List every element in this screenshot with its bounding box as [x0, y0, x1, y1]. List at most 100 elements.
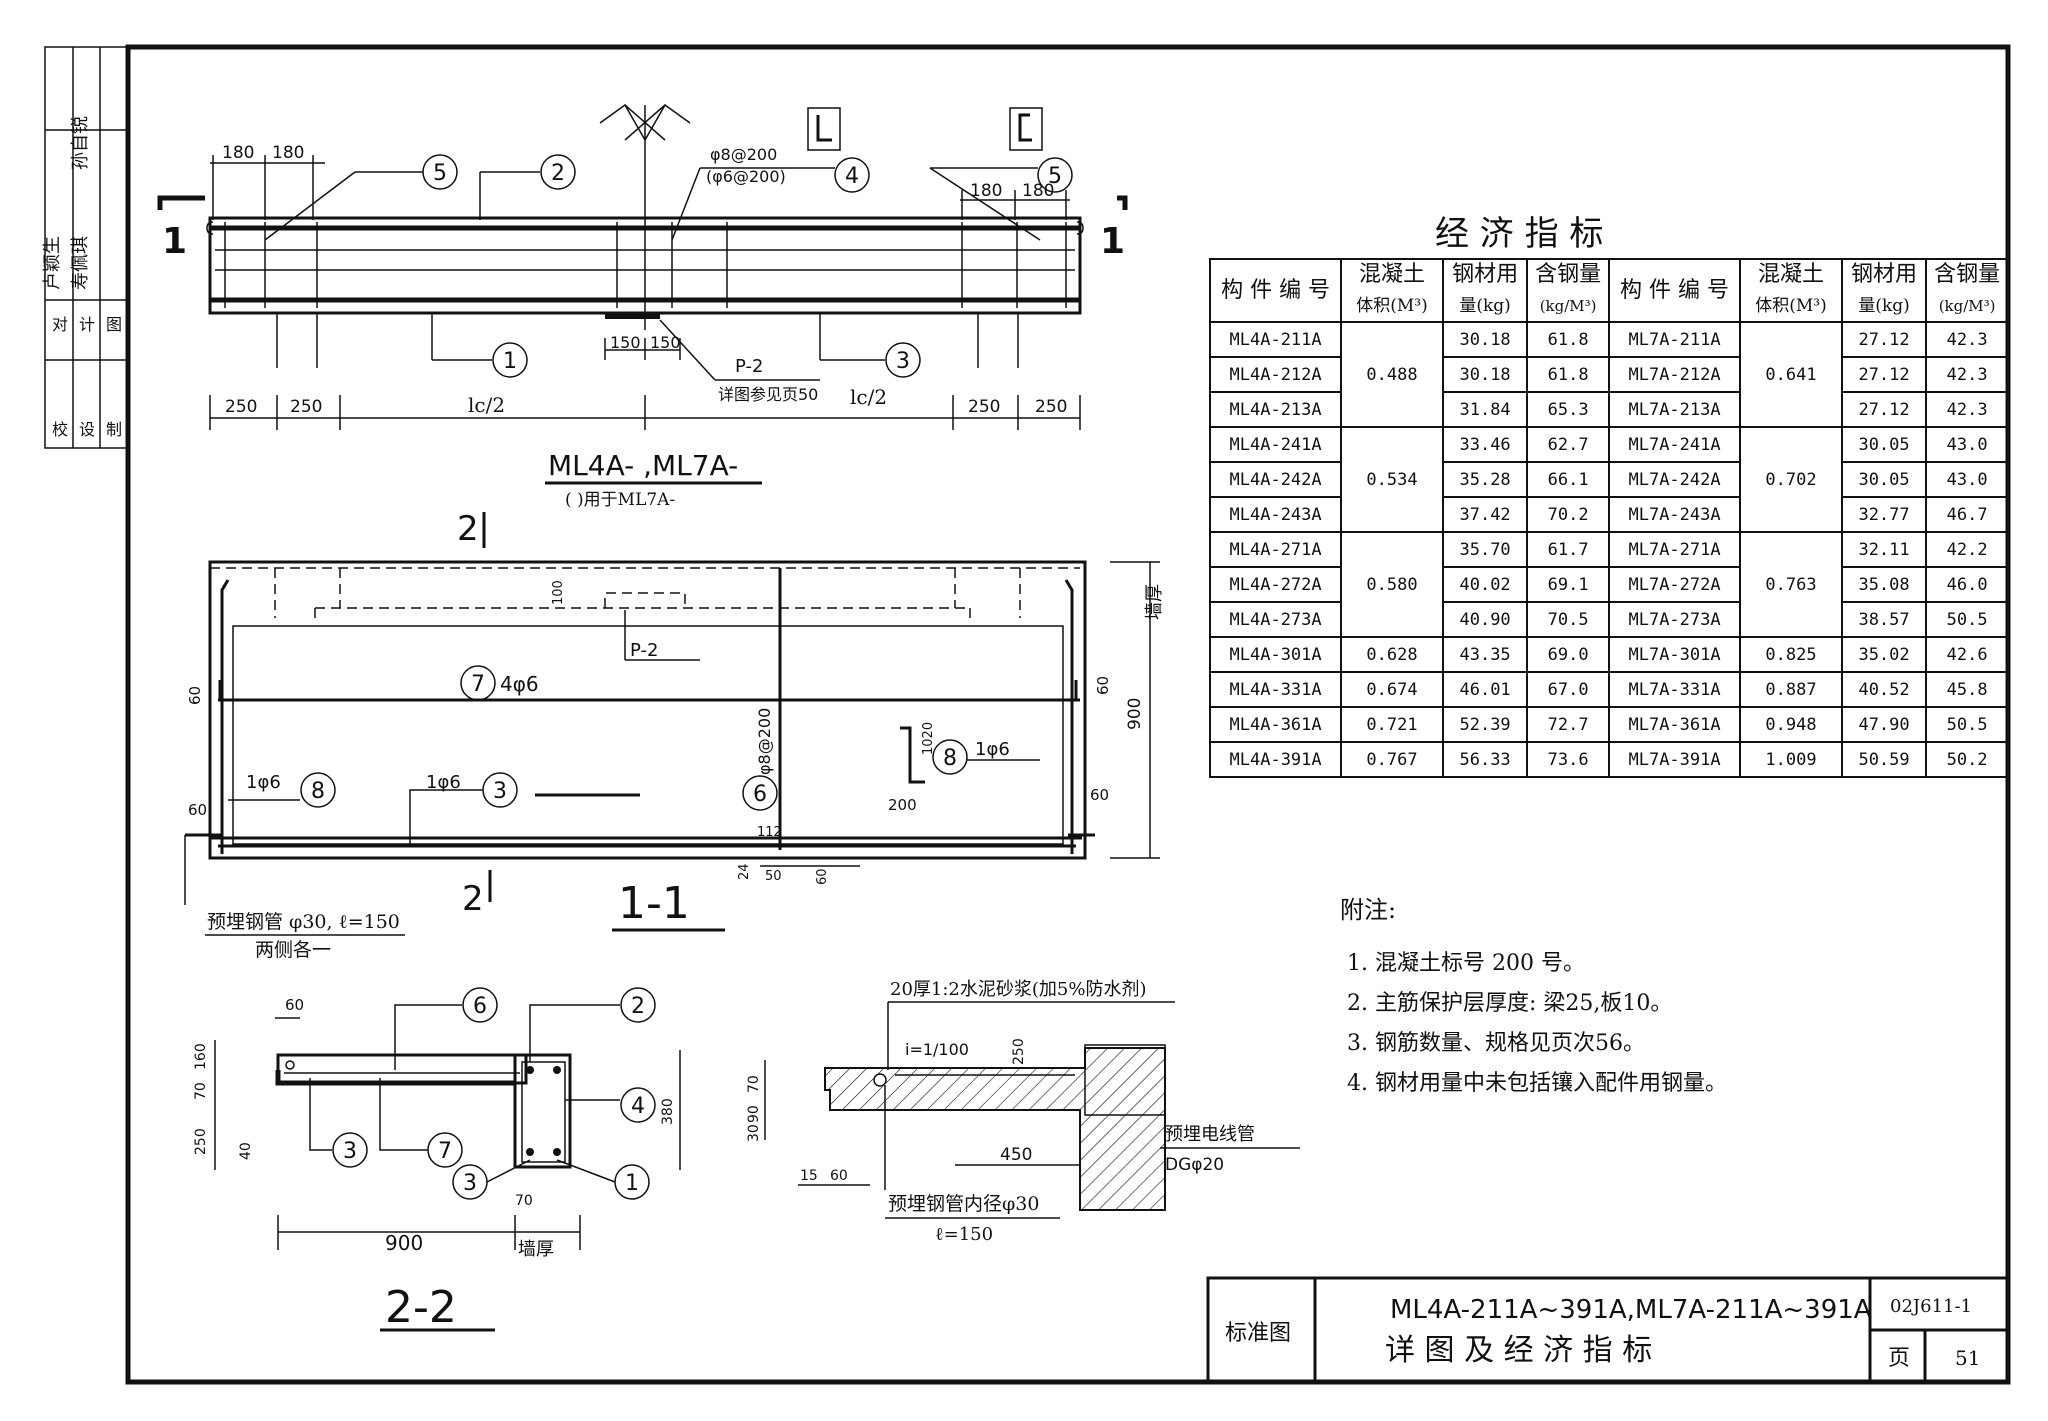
table-cell: 27.12: [1840, 356, 1928, 393]
svg-text:3: 3: [463, 1171, 477, 1196]
table-cell: 50.59: [1840, 741, 1928, 778]
table-cell: 52.39: [1441, 706, 1529, 743]
mortar-note: 20厚1:2水泥砂浆(加5%防水剂): [890, 979, 1146, 1000]
dim-bottom-0: 250: [225, 397, 257, 417]
pipe-note-detail: 预埋钢管内径φ30: [888, 1193, 1039, 1215]
callout-1-2-2: 1: [556, 1159, 650, 1200]
callout-3: 3: [819, 313, 921, 378]
sidebar-label-1: 对: [52, 315, 68, 334]
svg-text:1: 1: [625, 1171, 639, 1196]
table-cell: ML7A-241A: [1607, 426, 1742, 463]
signature-0: 卢颖生: [42, 236, 63, 290]
beam-elevation: 1 1 180 180 180 180 φ8@200 (φ6@200): [157, 103, 1128, 510]
dim-60-bottom: 60: [815, 868, 830, 885]
dim-top-left-0: 180: [222, 143, 254, 163]
table-cell: 70.5: [1526, 601, 1610, 638]
header-ratio-left: 含钢量(kg/M³): [1526, 258, 1610, 323]
header-steel-right: 钢材用量(kg): [1840, 258, 1928, 323]
callout-5-left: 5: [264, 154, 458, 241]
dim-left-0: 160: [193, 1043, 209, 1070]
table-cell: 33.46: [1441, 426, 1529, 463]
table-cell: ML7A-361A: [1607, 706, 1742, 743]
rebar6-spec: φ8@200: [755, 708, 774, 775]
note-2: 2. 主筋保护层厚度: 梁25,板10。: [1347, 991, 1672, 1016]
dim-60-right: 60: [1090, 786, 1109, 804]
table-cell: 35.28: [1441, 461, 1529, 498]
table-cell: 1.009: [1739, 741, 1843, 778]
svg-text:4: 4: [631, 1094, 645, 1119]
table-cell: 50.5: [1925, 706, 2009, 743]
table-cell: 0.674: [1340, 671, 1444, 708]
svg-text:6: 6: [473, 994, 487, 1019]
table-cell: ML7A-211A: [1607, 321, 1742, 358]
dim-60-left: 60: [188, 801, 207, 819]
table-cell: 40.52: [1840, 671, 1928, 708]
rebar7-spec: 4φ6: [500, 672, 539, 696]
table-cell: 62.7: [1526, 426, 1610, 463]
dim-top-left-1: 180: [272, 143, 304, 163]
callout-3b-2-2: 3: [452, 1159, 531, 1200]
callout-8-right: 8: [943, 746, 957, 771]
notes: 附注: 1. 混凝土标号 200 号。 2. 主筋保护层厚度: 梁25,板10。…: [1340, 896, 1727, 1096]
dim-top-right-1: 180: [1022, 181, 1054, 201]
table-cell: 50.2: [1925, 741, 2009, 778]
sidebar-label-2: 设: [79, 420, 95, 439]
page-label: 页: [1888, 1346, 1910, 1371]
dim-detail-70: 70: [746, 1075, 762, 1093]
dim-mid-0: 150: [610, 333, 641, 352]
table-cell: 46.01: [1441, 671, 1529, 708]
econ-title: 经 济 指 标: [1435, 214, 1603, 254]
slope-label: i=1/100: [905, 1040, 969, 1059]
table-cell: 46.7: [1925, 496, 2009, 533]
table-cell: 32.11: [1840, 531, 1928, 568]
section-2-2-title: 2-2: [385, 1282, 457, 1333]
header-steel-left: 钢材用量(kg): [1441, 258, 1529, 323]
callout-4-2-2: 4: [565, 1087, 656, 1123]
table-cell: 42.6: [1925, 636, 2009, 673]
signature-2: 孙自锐: [70, 116, 91, 170]
note-3: 3. 钢筋数量、规格见页次56。: [1347, 1031, 1645, 1056]
pipe-note-2: 两侧各一: [255, 939, 331, 961]
header-concrete-left: 混凝土体积(M³): [1340, 258, 1444, 323]
dim-detail-15: 15: [800, 1168, 818, 1184]
dim-112: 112: [757, 825, 782, 840]
table-cell: 30.18: [1441, 321, 1529, 358]
section-1-1-title: 1-1: [618, 878, 690, 929]
header-member-right: 构 件 编 号: [1607, 258, 1742, 323]
callout-2-2-2: 2: [529, 987, 656, 1062]
table-cell: 61.8: [1526, 321, 1610, 358]
dim-left-1: 70: [193, 1082, 209, 1100]
table-cell: 69.0: [1526, 636, 1610, 673]
table-cell: 61.7: [1526, 531, 1610, 568]
table-cell: 42.3: [1925, 321, 2009, 358]
section-mark-2-bottom: 2: [462, 879, 484, 919]
table-cell: 42.3: [1925, 356, 2009, 393]
title-line-1: ML4A-211A~391A,ML7A-211A~391A: [1390, 1295, 1872, 1325]
section-mark-2-top: 2: [457, 509, 479, 549]
dim-mid-1: 150: [650, 333, 681, 352]
table-cell: ML7A-273A: [1607, 601, 1742, 638]
table-cell: 30.05: [1840, 426, 1928, 463]
header-concrete-right: 混凝土体积(M³): [1739, 258, 1843, 323]
table-cell: 37.42: [1441, 496, 1529, 533]
callout-4: 4: [830, 157, 870, 193]
table-cell: 47.90: [1840, 706, 1928, 743]
callout-3-2-2: 3: [309, 1078, 368, 1168]
svg-text:5: 5: [433, 161, 447, 186]
callout-7: 7: [471, 672, 485, 697]
table-cell: 46.0: [1925, 566, 2009, 603]
table-cell: ML4A-211A: [1208, 321, 1343, 358]
table-cell: ML4A-271A: [1208, 531, 1343, 568]
table-cell: ML7A-213A: [1607, 391, 1742, 428]
table-cell: 73.6: [1526, 741, 1610, 778]
title-line-2: 详 图 及 经 济 指 标: [1385, 1333, 1652, 1368]
signature-1: 寿佩琪: [70, 236, 91, 290]
table-cell: ML7A-242A: [1607, 461, 1742, 498]
table-cell: 40.90: [1441, 601, 1529, 638]
callout-1: 1: [431, 313, 528, 378]
